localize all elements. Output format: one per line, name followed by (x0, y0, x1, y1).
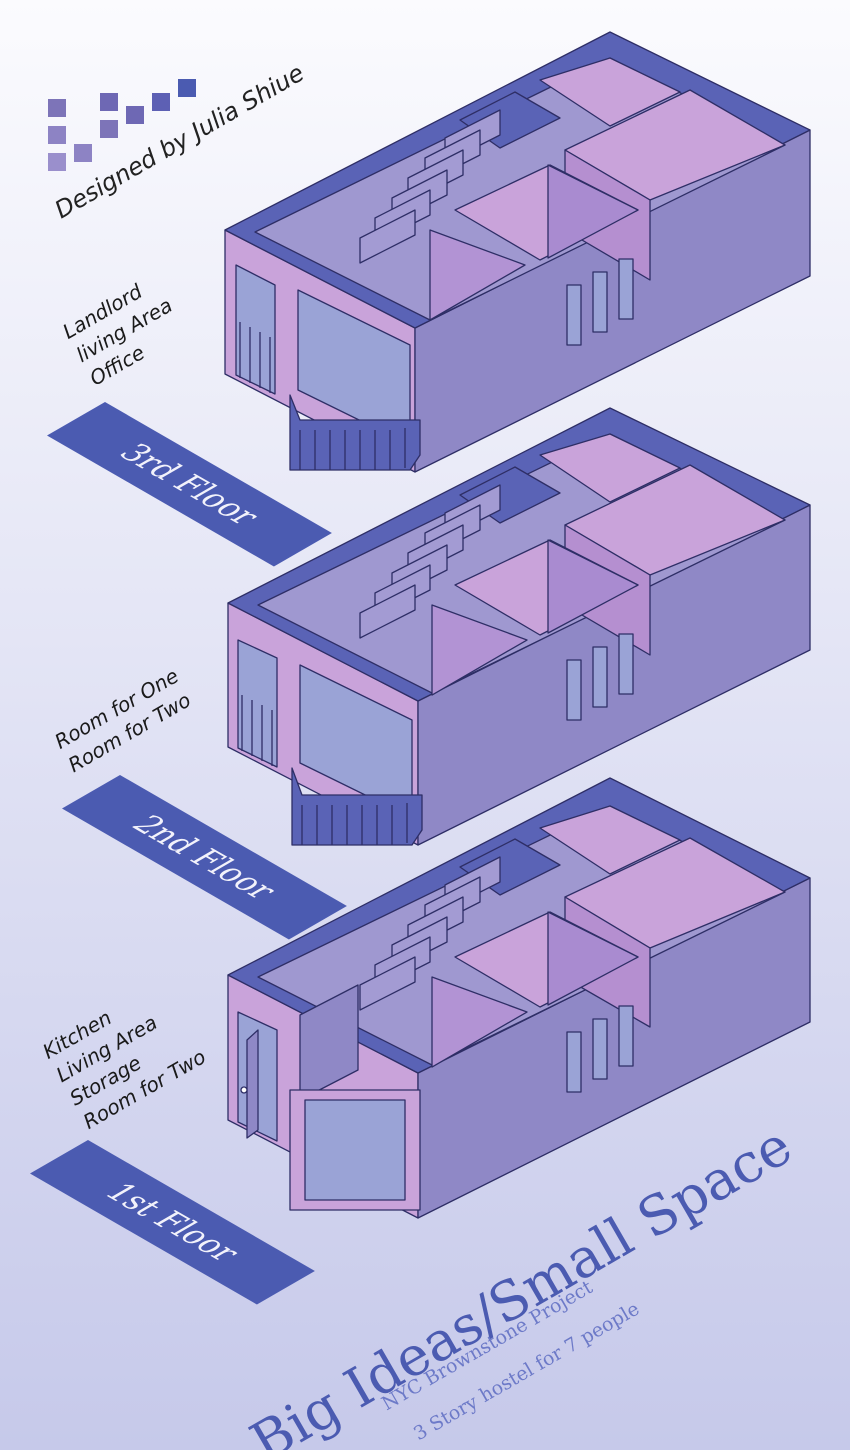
floor-2-building (227, 407, 811, 846)
floor-3-building (224, 31, 811, 473)
floor-1-building (227, 777, 811, 1219)
logo-icon (48, 79, 196, 171)
